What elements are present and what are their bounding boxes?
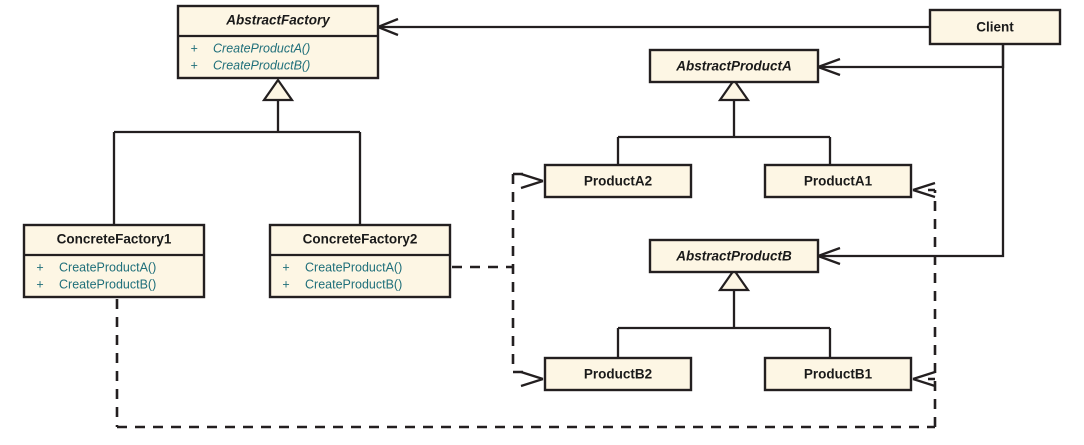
class-abstract-product-b[interactable]: AbstractProductB [648,238,820,274]
class-client[interactable]: Client [928,8,1062,46]
relation-client-uses-abstractfactory[interactable] [374,17,930,37]
class-title: ProductA2 [584,174,652,189]
relation-concretefactory1-creates-products[interactable] [115,181,937,429]
member-name: CreateProductB() [213,58,310,72]
class-product-a1[interactable]: ProductA1 [763,163,913,199]
member-name: CreateProductA() [305,260,402,274]
class-product-a2[interactable]: ProductA2 [543,163,693,199]
relation-generalization-product-a[interactable] [616,78,832,165]
class-title: Client [976,20,1014,35]
class-abstract-factory[interactable]: AbstractFactory + CreateProductA() + Cre… [176,4,380,80]
class-title: ProductA1 [804,174,873,189]
relation-generalization-factories[interactable] [112,78,362,225]
class-abstract-product-a[interactable]: AbstractProductA [648,48,820,84]
member-visibility: + [36,277,43,291]
class-title: AbstractProductB [675,249,792,264]
member-name: CreateProductB() [59,277,156,291]
member-name: CreateProductA() [59,260,156,274]
class-title: AbstractFactory [225,13,331,28]
class-title: AbstractProductA [675,59,792,74]
class-title: ProductB1 [804,367,873,382]
member-visibility: + [190,41,197,55]
class-title: ConcreteFactory2 [303,232,418,247]
relation-generalization-product-b[interactable] [616,268,832,358]
member-name: CreateProductB() [305,277,402,291]
relation-client-uses-abstractproducta[interactable] [814,44,1005,77]
class-product-b1[interactable]: ProductB1 [763,356,913,392]
member-visibility: + [36,260,43,274]
class-title: ProductB2 [584,367,652,382]
member-visibility: + [282,277,289,291]
member-visibility: + [282,260,289,274]
relation-client-uses-abstractproductb[interactable] [814,44,1005,266]
member-name: CreateProductA() [213,41,310,55]
class-concrete-factory-1[interactable]: ConcreteFactory1 + CreateProductA() + Cr… [22,223,206,299]
relation-concretefactory2-creates-products[interactable] [452,172,544,388]
class-product-b2[interactable]: ProductB2 [543,356,693,392]
class-title: ConcreteFactory1 [57,232,172,247]
member-visibility: + [190,58,197,72]
class-concrete-factory-2[interactable]: ConcreteFactory2 + CreateProductA() + Cr… [268,223,452,299]
